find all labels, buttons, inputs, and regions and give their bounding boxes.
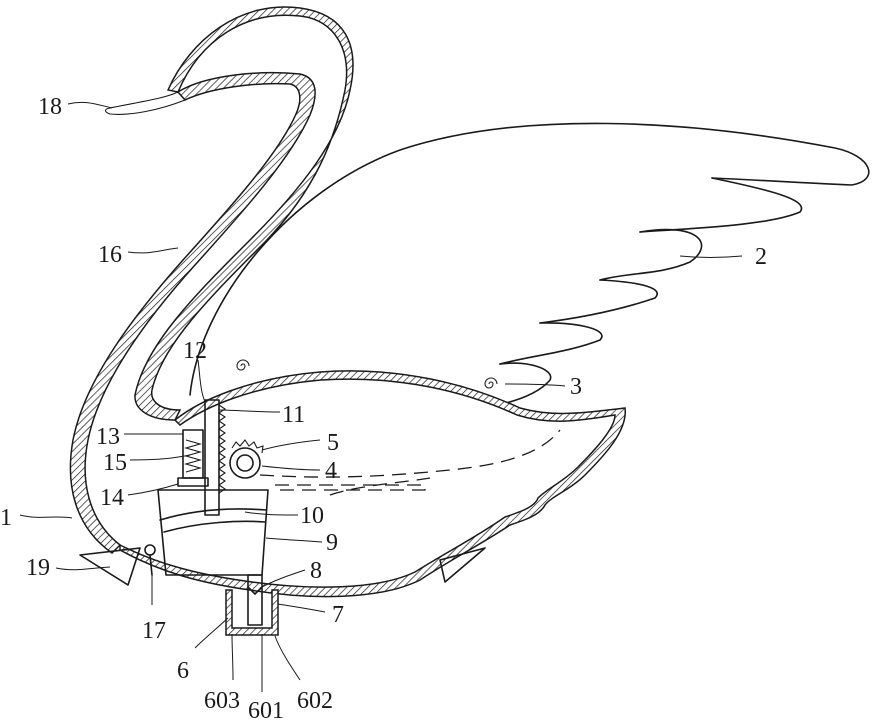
label-2: 2 xyxy=(755,244,767,270)
label-1: 1 xyxy=(0,505,12,531)
label-9: 9 xyxy=(326,530,338,556)
label-7: 7 xyxy=(332,602,344,628)
label-17: 17 xyxy=(142,618,166,644)
label-601: 601 xyxy=(248,698,284,720)
label-12: 12 xyxy=(183,338,207,364)
label-16: 16 xyxy=(98,242,122,268)
label-15: 15 xyxy=(103,450,127,476)
label-14: 14 xyxy=(100,485,124,511)
label-18: 18 xyxy=(38,94,62,120)
label-603: 603 xyxy=(204,688,240,714)
part-labels: 18 16 12 13 15 14 1 19 17 11 5 4 10 9 8 … xyxy=(0,94,767,720)
label-5: 5 xyxy=(327,430,339,456)
label-602: 602 xyxy=(297,688,333,714)
label-13: 13 xyxy=(96,424,120,450)
label-3: 3 xyxy=(570,374,582,400)
label-11: 11 xyxy=(282,402,305,428)
label-8: 8 xyxy=(310,558,322,584)
label-19: 19 xyxy=(26,555,50,581)
body-shell xyxy=(120,371,625,597)
label-4: 4 xyxy=(325,458,337,484)
leader-lines xyxy=(20,102,742,692)
label-6: 6 xyxy=(177,658,189,684)
label-10: 10 xyxy=(300,503,324,529)
